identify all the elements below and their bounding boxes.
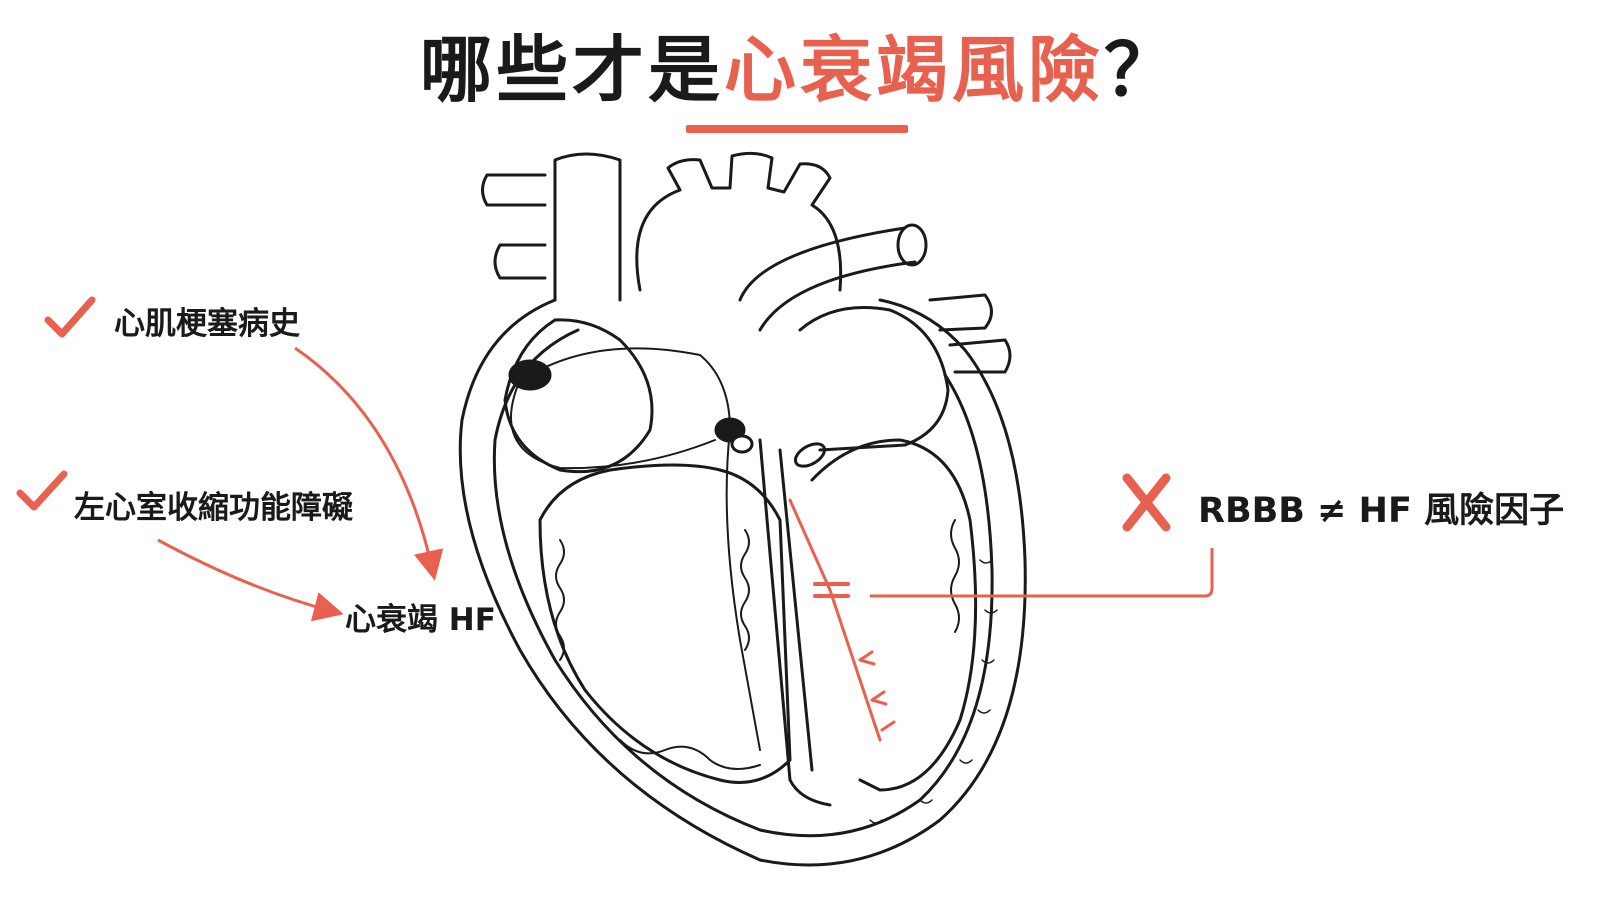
trabeculation-septum (740, 529, 750, 651)
arrow-mi-to-hf (294, 346, 444, 581)
trabeculation-lv (950, 519, 960, 633)
risk-label-mi: 心肌梗塞病史 (114, 306, 300, 342)
title-prefix: 哪些才是 (419, 28, 724, 112)
block-marker (813, 582, 850, 598)
right-ventricle (538, 463, 792, 784)
superior-vena-cava (553, 152, 622, 302)
mitral-valve (793, 442, 827, 468)
check-icon (16, 470, 68, 511)
vein-lower-right (948, 338, 1012, 374)
pulmonary-artery-opening (896, 223, 928, 267)
internodal-pathway-1 (529, 347, 731, 431)
septum-left-edge (758, 438, 832, 807)
arrow-lv-to-hf (157, 538, 344, 622)
left-ventricle (810, 438, 978, 792)
title-suffix: ？ (1104, 28, 1181, 112)
cross-icon (1122, 473, 1171, 532)
heart-illustration (458, 151, 1027, 867)
trabeculation-rv (555, 539, 565, 661)
vein-upper-left (481, 173, 547, 207)
aortic-arch (635, 151, 843, 292)
septum-right-edge (778, 448, 814, 772)
connector-rbbb (870, 548, 1214, 598)
heart-outline (458, 298, 1027, 867)
outcome-label-hf: 心衰竭 HF (345, 602, 496, 638)
risk-label-lv-dysfunction: 左心室收縮功能障礙 (74, 490, 353, 526)
right-atrium (503, 318, 654, 474)
title-accent: 心衰竭風險 (723, 28, 1104, 112)
check-icon (44, 296, 96, 338)
vein-upper-right (928, 293, 993, 332)
pulmonary-trunk-upper (738, 226, 907, 302)
internodal-pathway-2 (510, 379, 716, 470)
pulmonary-trunk-lower (758, 260, 917, 332)
av-node-inner (730, 434, 754, 454)
right-bundle-branch (788, 498, 896, 742)
trabeculation-apex (619, 739, 761, 770)
left-bundle-branch (725, 429, 761, 751)
heart-inner-wall (492, 328, 994, 838)
page-title: 哪些才是心衰竭風險？ (0, 22, 1600, 118)
myocardium-texture (869, 559, 998, 824)
left-atrium (798, 306, 950, 452)
vein-lower-left (493, 243, 547, 280)
title-underline (686, 125, 908, 133)
not-risk-label-rbbb: RBBB ≠ HF 風險因子 (1198, 491, 1565, 531)
